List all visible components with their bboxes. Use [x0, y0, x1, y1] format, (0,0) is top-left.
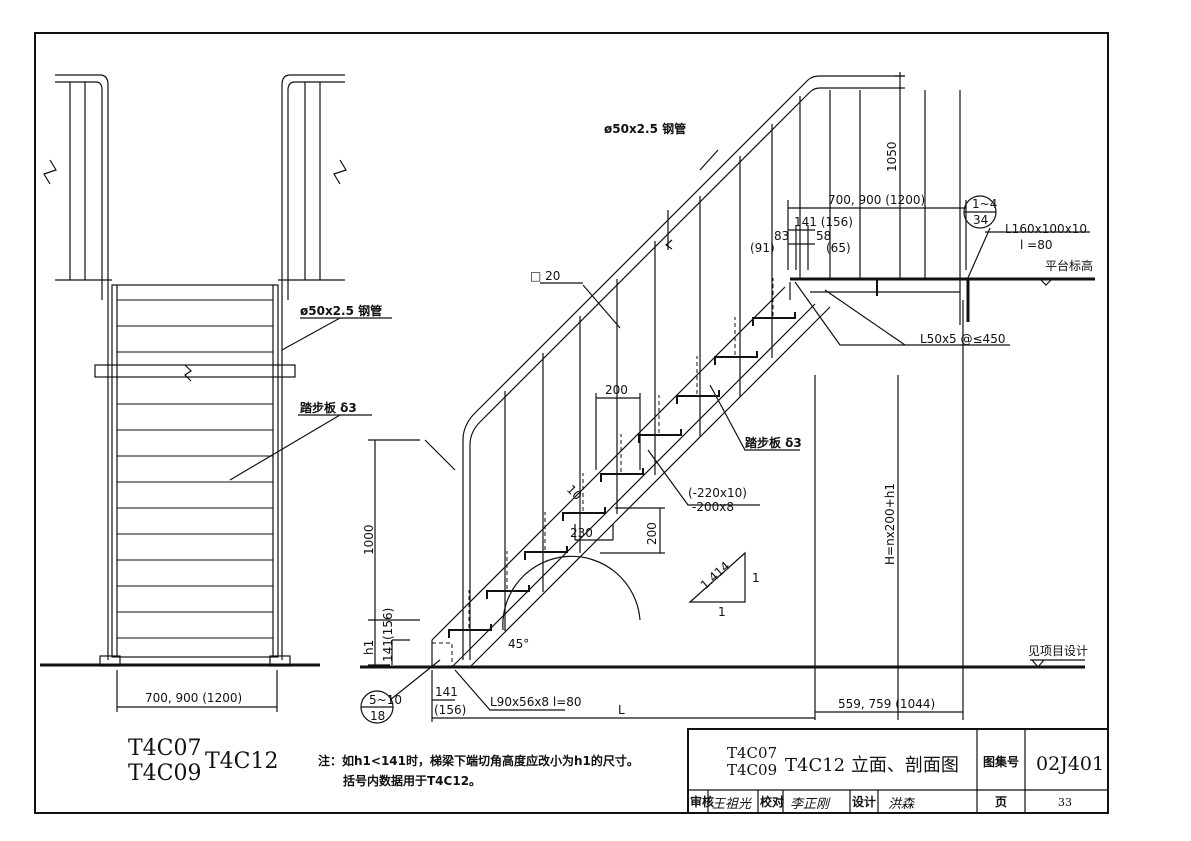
dim-156-h: (156) — [434, 703, 466, 717]
atlas-label: 图集号 — [983, 754, 1019, 769]
detail-ref-top-num[interactable]: 1~4 — [972, 197, 997, 211]
detail-ref-bot-num[interactable]: 5~10 — [369, 693, 402, 707]
tread — [562, 507, 606, 521]
right-tread-label: 踏步板 δ3 — [745, 435, 802, 450]
title-code-top: T4C07 — [727, 744, 777, 762]
tread — [600, 468, 644, 482]
dim-h1: h1 — [362, 640, 376, 655]
angle-length: l =80 — [1020, 238, 1052, 252]
dim-156-v: (156) — [381, 608, 395, 640]
dim-65: (65) — [826, 241, 851, 255]
check-signature: 李正刚 — [790, 797, 831, 812]
front-elevation — [40, 74, 392, 712]
dim-200: 200 — [645, 522, 659, 545]
tread — [676, 390, 720, 404]
bar-label: □ 20 — [530, 269, 560, 283]
drawing-title: T4C12 立面、剖面图 — [785, 755, 959, 776]
left-pipe-label: ø50x2.5 钢管 — [300, 303, 382, 318]
slope-v: 1 — [752, 571, 760, 585]
dim-83: 83 — [774, 229, 789, 243]
dim-91: (91) — [750, 241, 775, 255]
check-label: 校对 — [760, 794, 784, 809]
review-label: 审核 — [690, 794, 714, 809]
stringer-label-2: -200x8 — [692, 500, 734, 514]
left-tread-label: 踏步板 δ3 — [300, 400, 357, 415]
tread — [752, 312, 796, 326]
page-number: 33 — [1058, 796, 1072, 809]
length-L: L — [618, 703, 625, 717]
stringer-label-1: (-220x10) — [688, 486, 747, 500]
model-code-right: T4C12 — [205, 749, 279, 774]
atlas-number: 02J401 — [1036, 753, 1104, 775]
title-block — [687, 728, 1109, 814]
platform-level: 平台标高 — [1045, 258, 1093, 273]
detail-ref-top-den[interactable]: 34 — [973, 213, 988, 227]
page-label: 页 — [995, 795, 1007, 809]
tread — [524, 546, 568, 560]
offset-dim: 559, 759 (1044) — [838, 697, 935, 711]
model-code-top: T4C07 — [128, 736, 202, 761]
review-signature: 王祖光 — [712, 797, 752, 812]
design-label: 设计 — [852, 794, 876, 809]
platform-width: 700, 900 (1200) — [828, 193, 925, 207]
ground-label: 见项目设计 — [1028, 644, 1088, 658]
slope-h: 1 — [718, 605, 726, 619]
dim-230: 230 — [570, 526, 593, 540]
model-code-bottom: T4C09 — [128, 761, 202, 786]
tread-pitch: 200 — [605, 383, 628, 397]
height-formula: H=nx200+h1 — [883, 483, 897, 565]
dim-141-h: 141 — [435, 685, 458, 699]
tread — [486, 585, 530, 599]
angle-45: 45° — [508, 637, 529, 651]
note-line-1: 注：如h1<141时，梯梁下端切角高度应改小为h1的尺寸。 — [318, 753, 639, 768]
dim-141-156: 141 (156) — [794, 215, 853, 229]
title-code-bottom: T4C09 — [727, 761, 777, 779]
dim-1000: 1000 — [362, 524, 376, 555]
note-line-2: 括号内数据用于T4C12。 — [343, 773, 481, 788]
base-angle: L90x56x8 l=80 — [490, 695, 582, 709]
dim-141-v: 141 — [381, 639, 395, 662]
rail-height: 1050 — [885, 141, 899, 172]
left-width-dim: 700, 900 (1200) — [145, 691, 242, 705]
dim-10: 10 — [564, 482, 585, 503]
detail-ref-bot-den[interactable]: 18 — [370, 709, 385, 723]
slope-hyp: 1.414 — [698, 559, 733, 592]
dim-58: 58 — [816, 229, 831, 243]
bracket-label: L50x5 @≤450 — [920, 332, 1005, 346]
side-section — [360, 72, 1095, 724]
handrail — [462, 75, 905, 660]
drawing-frame — [34, 32, 1109, 814]
right-pipe-label: ø50x2.5 钢管 — [604, 121, 686, 136]
design-signature: 洪森 — [888, 797, 916, 812]
tread — [714, 351, 758, 365]
angle-label: L160x100x10 — [1005, 222, 1087, 236]
break-mark — [43, 159, 57, 185]
tread — [638, 429, 682, 443]
